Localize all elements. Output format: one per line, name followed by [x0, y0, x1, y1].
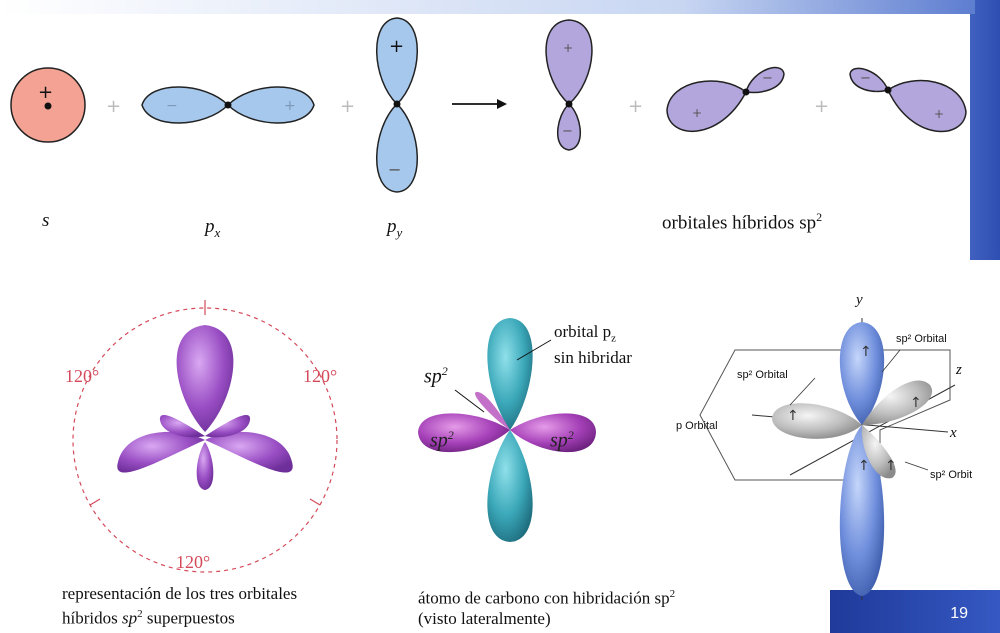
angle-bottom-label: 120°: [176, 552, 211, 572]
slide-number: 19: [950, 605, 968, 622]
arrow-icon: [452, 99, 507, 109]
py-label: py: [387, 216, 403, 240]
py-orbital: + −: [376, 17, 418, 193]
trigonal-caption: representación de los tres orbitales híb…: [62, 584, 298, 628]
angle-right-label: 120°: [303, 366, 338, 386]
svg-text:−: −: [860, 71, 871, 86]
svg-text:+: +: [692, 106, 702, 120]
pz-label: orbital pz sin hibridar: [554, 322, 632, 368]
angle-left-label: 120°: [65, 366, 100, 386]
hybrid-orbital-3: + −: [849, 67, 967, 133]
svg-text:+: +: [814, 96, 829, 117]
sp2-orbital-label-1: sp² Orbital: [896, 333, 947, 345]
sp2-top-label: sp2: [424, 364, 448, 388]
svg-text:↑: ↑: [910, 395, 922, 411]
bottom-blue-band: [830, 590, 1000, 633]
z-axis-label: z: [956, 362, 962, 378]
svg-text:↑: ↑: [860, 344, 872, 360]
plus-sign: +: [38, 82, 53, 103]
carbon-caption: átomo de carbono con hibridación sp2 (vi…: [418, 588, 676, 628]
p-orbital-label: p Orbital: [676, 420, 718, 432]
svg-text:−: −: [562, 124, 573, 139]
svg-text:+: +: [628, 96, 643, 117]
hybrid-orbital-2: + −: [666, 66, 785, 132]
svg-text:−: −: [166, 98, 178, 114]
svg-text:+: +: [389, 36, 404, 57]
x-axis-label: x: [950, 425, 957, 441]
sp2-orbital-label-3: sp² Orbit: [930, 469, 973, 481]
y-axis-label: y: [856, 292, 863, 308]
sp2-orbital-label-2: sp² Orbital: [737, 369, 788, 381]
svg-text:↑: ↑: [787, 408, 799, 424]
svg-text:−: −: [388, 160, 401, 179]
hybrid-orbital-1: + −: [545, 19, 593, 151]
svg-text:−: −: [762, 71, 773, 86]
svg-text:+: +: [284, 98, 296, 114]
s-label: s: [42, 210, 50, 231]
px-label: px: [205, 216, 221, 240]
svg-text:+: +: [340, 96, 355, 117]
axes3d-diagram: ↑ ↑ ↑ ↑ ↑: [699, 318, 956, 600]
operator-plus-1: +: [106, 96, 121, 117]
top-left-strip: [0, 0, 975, 14]
svg-text:+: +: [563, 41, 573, 55]
white-panel-top: [0, 14, 970, 264]
hybrid-label: orbitales híbridos sp2: [662, 210, 823, 234]
svg-text:+: +: [934, 107, 944, 121]
sp2-right-label: sp2: [550, 428, 574, 452]
svg-text:↑: ↑: [885, 458, 897, 474]
svg-text:↑: ↑: [858, 458, 870, 474]
trigonal-diagram: [72, 300, 338, 573]
carbon-diagram: [418, 318, 596, 542]
sp2-left-label: sp2: [430, 428, 454, 452]
px-orbital: − +: [141, 86, 315, 124]
s-orbital: +: [10, 67, 86, 143]
